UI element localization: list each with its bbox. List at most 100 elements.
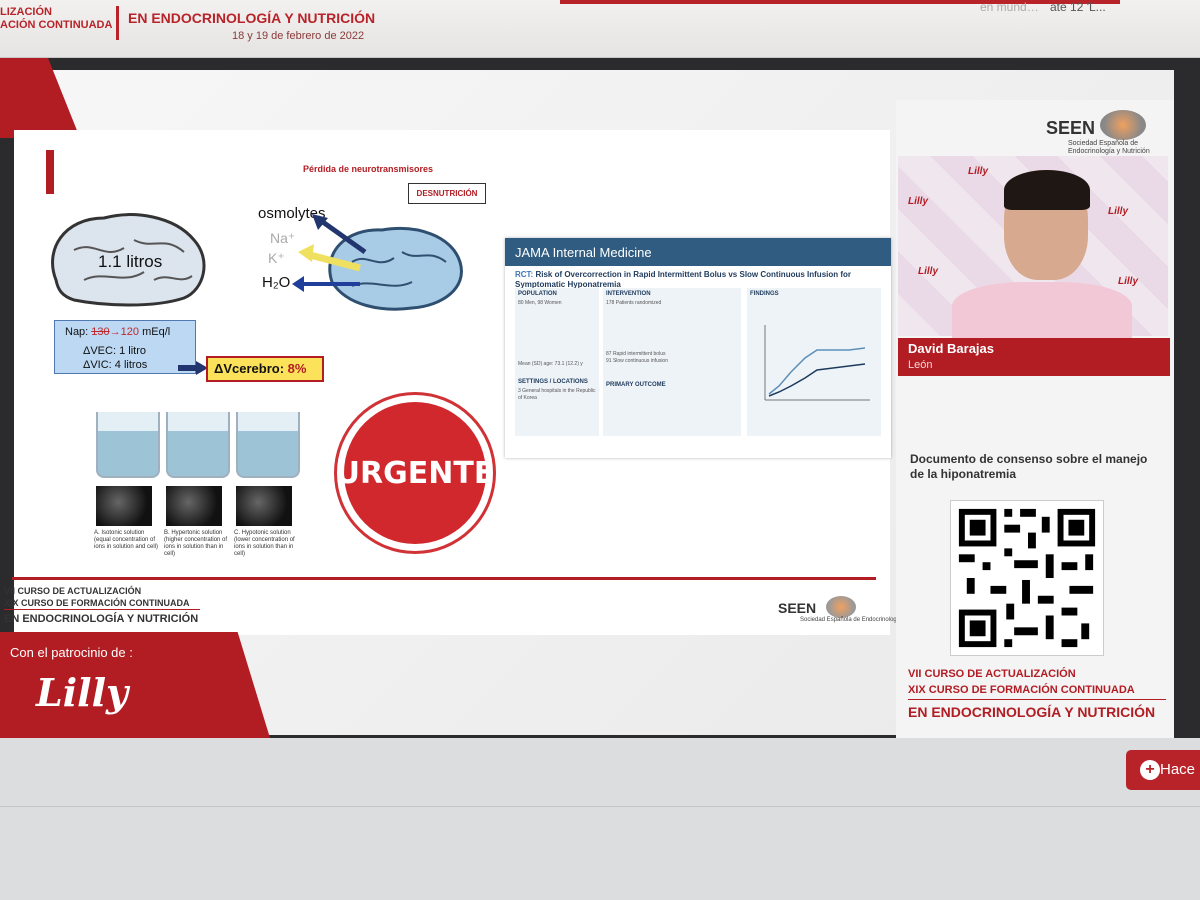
tab-faded[interactable]: en mund…: [980, 0, 1039, 14]
jama-rct-title: RCT: Risk of Overcorrection in Rapid Int…: [505, 266, 891, 294]
panel-course-line-1: VII CURSO DE ACTUALIZACIÓN: [908, 668, 1076, 680]
caption-hypotonic: C. Hypotonic solution (lower concentrati…: [234, 530, 295, 557]
panel-course-line-2: XIX CURSO DE FORMACIÓN CONTINUADA: [908, 684, 1135, 696]
brain-illustration-normal: [51, 213, 206, 307]
slide-course-line-3: EN ENDOCRINOLOGÍA Y NUTRICIÓN: [4, 613, 199, 625]
sodium-change-box: Nap: 130→120 mEq/l ΔVEC: 1 litro ΔVIC: 4…: [54, 320, 196, 374]
sponsor-label: Con el patrocinio de :: [10, 645, 133, 660]
desnutricion-box: DESNUTRICIÓN: [408, 183, 486, 204]
micrograph-hypertonic: [166, 486, 222, 526]
event-header-bar: LIZACIÓN ACIÓN CONTINUADA EN ENDOCRINOLO…: [0, 0, 1200, 58]
speaker-city: León: [908, 359, 933, 371]
jama-arm-1: 87 Rapid intermittent bolus: [606, 351, 666, 357]
header-left-line-1: LIZACIÓN: [0, 6, 52, 18]
nap-unit: mEq/l: [139, 326, 171, 338]
speaker-name: David Barajas: [908, 341, 994, 356]
urgent-sign: [344, 402, 486, 544]
backdrop-logo: Lilly: [908, 196, 929, 207]
nap-line: Nap: 130→120 mEq/l: [65, 326, 170, 338]
caption-isotonic: A. Isotonic solution (equal concentratio…: [94, 530, 159, 550]
page-below-player: [0, 738, 1200, 900]
jama-rct-tag: RCT:: [515, 270, 534, 279]
header-divider: [116, 6, 119, 40]
micrograph-isotonic: [96, 486, 152, 526]
vcerebro-label: ΔVcerebro:: [214, 361, 288, 376]
potassium-label: K⁺: [268, 250, 285, 266]
slide-seen-logo: SEEN: [778, 600, 817, 616]
seen-logo-subtitle: Sociedad Española de Endocrinología y Nu…: [1068, 140, 1150, 156]
header-left-line-2: ACIÓN CONTINUADA: [0, 19, 113, 31]
jama-columns: POPULATION 80 Men, 98 Women Mean (SD) ag…: [515, 288, 885, 443]
panel-course-line-3: EN ENDOCRINOLOGÍA Y NUTRICIÓN: [908, 704, 1156, 720]
slide-seen-logo-mark: [826, 596, 856, 618]
sponsor-panel: [0, 632, 270, 738]
backdrop-logo: Lilly: [918, 266, 939, 277]
event-title: EN ENDOCRINOLOGÍA Y NUTRICIÓN: [128, 10, 376, 26]
beaker-hypertonic-icon: [166, 412, 230, 478]
jama-arm-2: 91 Slow continuous infusion: [606, 358, 668, 364]
caption-hypertonic: B. Hypertonic solution (higher concentra…: [164, 530, 228, 557]
backdrop-logo: Lilly: [968, 166, 989, 177]
backdrop-logo: Lilly: [1108, 206, 1129, 217]
jama-header: JAMA Internal Medicine: [505, 238, 891, 266]
action-button[interactable]: Hace: [1126, 750, 1200, 790]
efflux-arrows: [292, 214, 367, 292]
header-left-title: LIZACIÓN ACIÓN CONTINUADA: [0, 6, 112, 32]
brain-volume-label: 1.1 litros: [98, 252, 163, 271]
jama-intervention-col: INTERVENTION 178 Patients randomized 87 …: [603, 288, 741, 436]
sponsor-logo: Lilly: [36, 670, 129, 715]
qr-code-icon[interactable]: [950, 500, 1104, 656]
seen-subtitle-line-1: Sociedad Española de: [1068, 140, 1139, 147]
tab-underline: [560, 0, 1120, 4]
jama-population-heading: POPULATION: [518, 291, 557, 297]
seen-subtitle-line-2: Endocrinología y Nutrición: [1068, 148, 1150, 155]
jama-population-col: POPULATION 80 Men, 98 Women Mean (SD) ag…: [515, 288, 599, 436]
jama-population-text: 80 Men, 98 Women: [518, 300, 562, 306]
tab-right[interactable]: ate 12 'L...: [1050, 0, 1106, 14]
jama-outcome-heading: PRIMARY OUTCOME: [606, 382, 666, 388]
jama-visual-abstract: JAMA Internal Medicine RCT: Risk of Over…: [505, 238, 891, 458]
jama-findings-plot: [764, 325, 870, 401]
backdrop-logo: Lilly: [1118, 276, 1139, 287]
sodium-label: Na⁺: [270, 230, 296, 246]
osmolytes-label: osmolytes: [258, 205, 326, 222]
jama-findings-col: FINDINGS: [747, 288, 881, 436]
jama-settings-text: 3 General hospitals in the Republic of K…: [518, 388, 596, 401]
nap-new-value: 120: [120, 326, 140, 338]
brain-volume-change-box: ΔVcerebro: 8%: [206, 356, 324, 382]
speaker-shirt: [952, 282, 1132, 342]
slide-accent-bar: [46, 150, 54, 194]
beaker-hypotonic-icon: [236, 412, 300, 478]
jama-findings-heading: FINDINGS: [750, 291, 779, 297]
vec-line: ΔVEC: 1 litro: [83, 345, 146, 357]
water-label: H₂O: [262, 274, 291, 291]
slide-course-rule: [4, 609, 200, 610]
nap-arrow: →: [109, 326, 121, 338]
nap-old-value: 130: [91, 326, 110, 338]
urgent-text: URGENTE: [335, 456, 495, 491]
beaker-isotonic-icon: [96, 412, 160, 478]
vic-line: ΔVIC: 4 litros: [83, 359, 148, 371]
jama-settings-heading: SETTINGS / LOCATIONS: [518, 379, 588, 385]
consensus-doc-label: Documento de consenso sobre el manejo de…: [910, 452, 1148, 481]
slide-course-line-1: VII CURSO DE ACTUALIZACIÓN: [4, 586, 142, 596]
jama-intervention-heading: INTERVENTION: [606, 291, 651, 297]
micrograph-hypotonic: [236, 486, 292, 526]
event-date: 18 y 19 de febrero de 2022: [232, 30, 365, 42]
jama-intervention-text: 178 Patients randomized: [606, 300, 662, 306]
plus-icon: +: [1140, 760, 1160, 780]
panel-course-rule: [908, 699, 1166, 700]
arrow-right-icon: [178, 361, 208, 375]
jama-rct-text: Risk of Overcorrection in Rapid Intermit…: [515, 270, 852, 289]
seen-logo-mark: [1100, 110, 1146, 140]
slide-seen-subtitle: Sociedad Española de Endocrinología y Nu…: [800, 617, 932, 623]
slide-course-line-2: XIX CURSO DE FORMACIÓN CONTINUADA: [4, 598, 190, 608]
page-divider: [0, 806, 1200, 807]
nap-prefix: Nap:: [65, 326, 92, 338]
neurotransmitter-loss-label: Pérdida de neurotransmisores: [303, 164, 434, 174]
seen-logo: SEEN: [1046, 118, 1096, 138]
speaker-name-bar: [898, 338, 1170, 376]
slide-bottom-rule: [12, 577, 876, 580]
vcerebro-percent: 8%: [287, 361, 307, 376]
jama-mean-age: Mean (SD) age: 73.1 (12.2) y: [518, 361, 583, 367]
